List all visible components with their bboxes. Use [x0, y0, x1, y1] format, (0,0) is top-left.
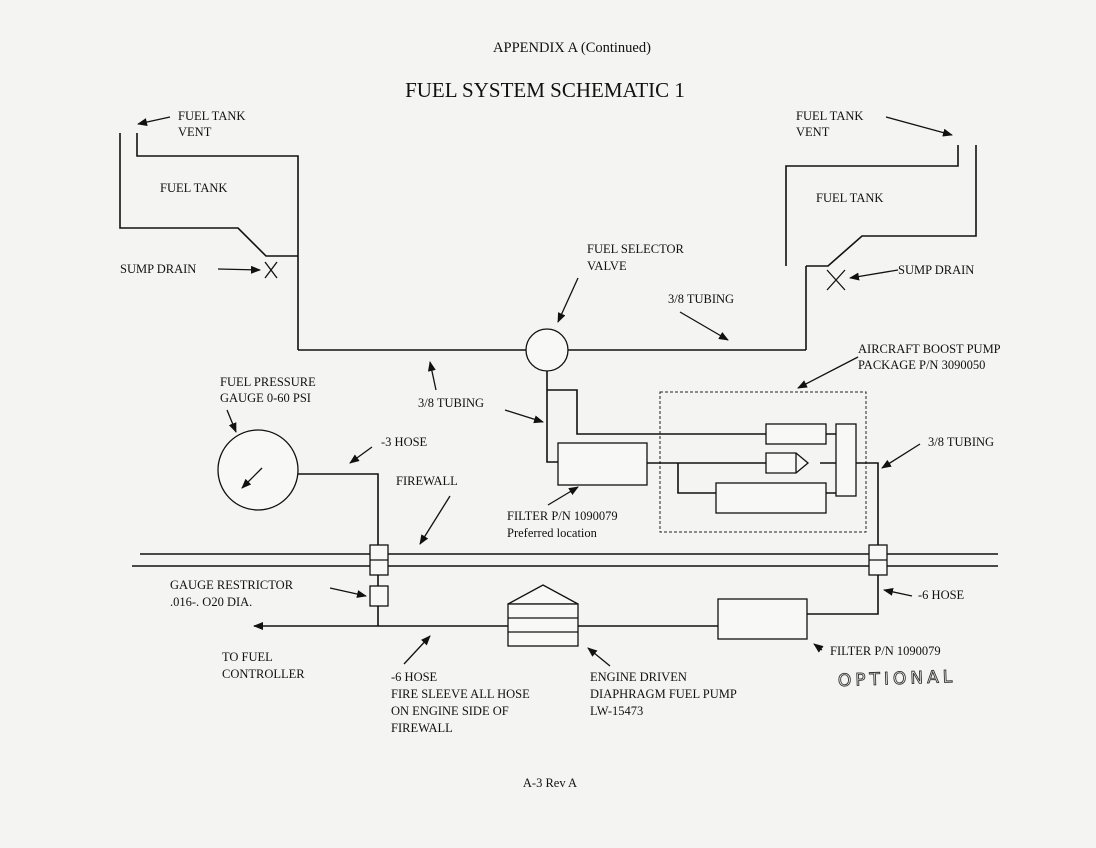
- hose6-label: FIRE SLEEVE ALL HOSE: [391, 687, 530, 701]
- right-sump-arrow: [849, 269, 899, 281]
- tubing-right-arrow: [881, 443, 921, 469]
- page-title: FUEL SYSTEM SCHEMATIC 1: [405, 78, 685, 102]
- boost-motor: [715, 482, 827, 514]
- page-footer: A-3 Rev A: [523, 776, 577, 790]
- right-vent-arrow: [885, 116, 953, 137]
- hose6-right-arrow: [883, 587, 913, 597]
- gauge-restrictor: [369, 585, 389, 607]
- restrictor-label: .016-. O20 DIA.: [170, 595, 252, 609]
- filter-opt-arrow: [813, 643, 824, 653]
- filter-label: FILTER P/N 1090079: [507, 509, 618, 523]
- right-sump-label: SUMP DRAIN: [898, 263, 974, 277]
- pump-label: LW-15473: [590, 704, 643, 718]
- tubing-top-label: 3/8 TUBING: [668, 292, 734, 306]
- right-tank-label: FUEL TANK: [816, 191, 883, 205]
- gauge-label: GAUGE 0-60 PSI: [220, 391, 311, 405]
- hose6-label: FIREWALL: [391, 721, 453, 735]
- hose3-label: -3 HOSE: [381, 435, 428, 449]
- firewall-label: FIREWALL: [396, 474, 458, 488]
- tubing-mid-label: 3/8 TUBING: [418, 396, 484, 410]
- right-vent-label: VENT: [796, 125, 830, 139]
- left-sump-arrow: [217, 265, 261, 274]
- boost-label: AIRCRAFT BOOST PUMP: [858, 342, 1001, 356]
- hose6-label: -6 HOSE: [391, 670, 438, 684]
- gauge-label: FUEL PRESSURE: [220, 375, 316, 389]
- right-fuel-tank: [785, 145, 977, 350]
- right-sump-drain-valve: [826, 269, 846, 291]
- fuel-pressure-gauge: [217, 429, 299, 511]
- filter-label: Preferred location: [507, 526, 598, 540]
- boost-internal-lines: [647, 433, 836, 494]
- appendix-heading: APPENDIX A (Continued): [493, 40, 651, 56]
- boost-outlet-line: [856, 462, 879, 545]
- boost-pump-package: [659, 391, 867, 533]
- boost-arrow: [797, 356, 859, 389]
- tubing-mid-arrow: [427, 361, 437, 391]
- boost-check-valve: [765, 423, 827, 445]
- left-fuel-tank: [119, 133, 299, 350]
- selector-outlet-line: [546, 371, 558, 463]
- fuel-filter-preferred: [557, 442, 648, 486]
- left-vent-label: FUEL TANK: [178, 109, 245, 123]
- pump-label: ENGINE DRIVEN: [590, 670, 687, 684]
- left-tank-label: FUEL TANK: [160, 181, 227, 195]
- left-vent-arrow: [137, 116, 171, 126]
- pump-label: DIAPHRAGM FUEL PUMP: [590, 687, 737, 701]
- pump-arrow: [587, 647, 611, 667]
- selector-arrow: [557, 277, 579, 323]
- left-sump-label: SUMP DRAIN: [120, 262, 196, 276]
- tubing-mid-arrow: [504, 409, 544, 424]
- tubing-top-arrow: [679, 311, 729, 341]
- to-fuel-label: TO FUEL: [222, 650, 273, 664]
- right-vent-label: FUEL TANK: [796, 109, 863, 123]
- gauge-hose: [298, 473, 379, 545]
- left-sump-drain-valve: [264, 261, 278, 279]
- filter-arrow: [547, 486, 579, 506]
- filter-opt-label: FILTER P/N 1090079: [830, 644, 941, 658]
- left-vent-label: VENT: [178, 125, 212, 139]
- fuel-filter-optional: [717, 598, 808, 640]
- tubing-right-label: 3/8 TUBING: [928, 435, 994, 449]
- restrictor-arrow: [329, 587, 367, 598]
- hose6-right-label: -6 HOSE: [918, 588, 965, 602]
- hose3-arrow: [349, 446, 373, 464]
- fuel-selector-valve: [525, 328, 569, 372]
- hose6-arrow: [403, 635, 431, 665]
- restrictor-label: GAUGE RESTRICTOR: [170, 578, 294, 592]
- boost-bypass-line: [547, 389, 766, 435]
- firewall-arrow: [419, 495, 451, 545]
- boost-manifold: [835, 423, 857, 497]
- gauge-arrow: [226, 409, 237, 433]
- optional-handwritten: OPTIONAL: [838, 667, 957, 691]
- engine-driven-pump: [507, 584, 579, 647]
- boost-pump: [765, 452, 810, 474]
- selector-label: VALVE: [587, 259, 627, 273]
- gauge-needle: [241, 467, 263, 489]
- hose6-label: ON ENGINE SIDE OF: [391, 704, 509, 718]
- to-fuel-label: CONTROLLER: [222, 667, 305, 681]
- engine-feed-line: [807, 575, 879, 615]
- selector-label: FUEL SELECTOR: [587, 242, 685, 256]
- boost-label: PACKAGE P/N 3090050: [858, 358, 985, 372]
